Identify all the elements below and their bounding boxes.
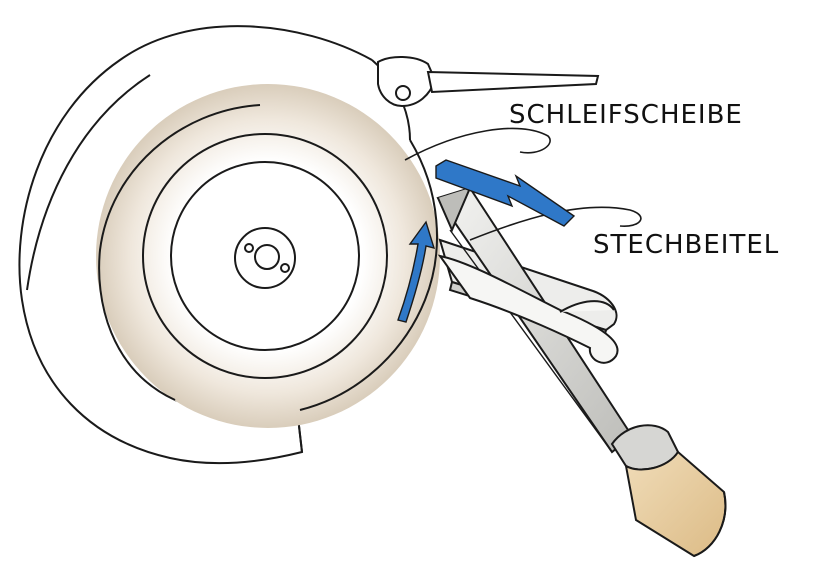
wheel-hub (234, 227, 296, 289)
chisel-label: STECHBEITEL (593, 230, 780, 260)
wheel-rotation-arrow-icon (397, 220, 436, 323)
leader-lines (404, 127, 642, 241)
chisel-handle (610, 424, 727, 558)
chisel-jig (437, 254, 619, 364)
grinding-wheel-label: SCHLEIFSCHEIBE (509, 100, 743, 130)
sharpening-direction-arrow-icon (435, 159, 576, 227)
spark-deflector (377, 56, 600, 108)
